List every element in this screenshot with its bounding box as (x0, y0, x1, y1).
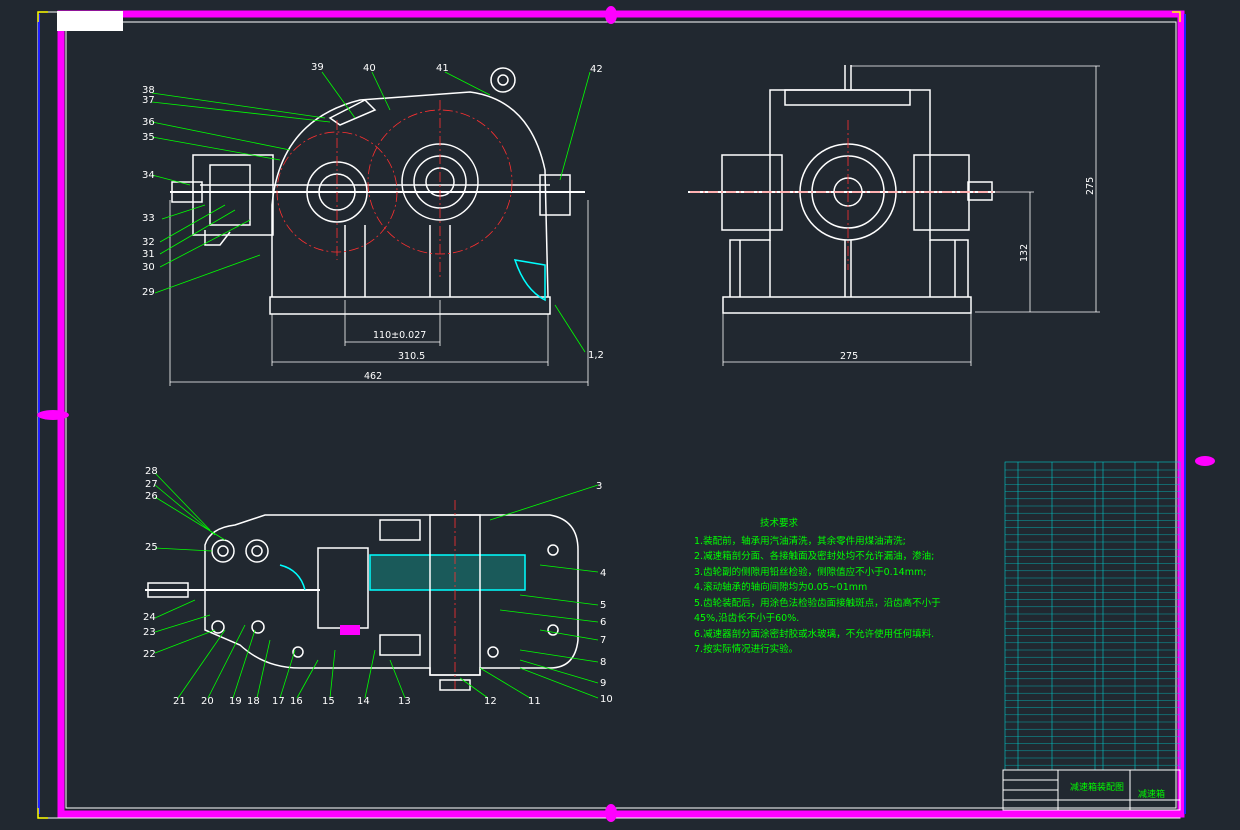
label-21: 21 (173, 696, 186, 707)
tech-note-1: 1.装配前，轴承用汽油清洗，其余零件用煤油清洗; (694, 535, 906, 547)
top-leaders (154, 472, 599, 699)
parts-list-rows (1005, 469, 1180, 766)
label-13: 13 (398, 696, 411, 707)
label-36: 36 (142, 117, 155, 128)
dim-base-length: 310.5 (398, 351, 425, 362)
label-31: 31 (142, 249, 155, 260)
title-block-drawing-name: 减速箱装配图 (1070, 781, 1124, 793)
label-8: 8 (600, 657, 606, 668)
label-29: 29 (142, 287, 155, 298)
magenta-frame (57, 10, 1185, 818)
grip-right[interactable] (1195, 456, 1215, 466)
label-7: 7 (600, 635, 606, 646)
label-5: 5 (600, 600, 606, 611)
dim-center-distance: 110±0.027 (373, 330, 426, 341)
label-17: 17 (272, 696, 285, 707)
grip-corner-tl[interactable] (57, 11, 123, 31)
label-9: 9 (600, 678, 606, 689)
tech-note-3: 3.齿轮副的侧隙用铅丝检验，侧隙值应不小于0.14mm; (694, 566, 927, 578)
grip-bottom[interactable] (605, 804, 617, 822)
front-view[interactable] (170, 67, 585, 315)
label-32: 32 (142, 237, 155, 248)
label-27: 27 (145, 479, 158, 490)
label-35: 35 (142, 132, 155, 143)
label-26: 26 (145, 491, 158, 502)
label-25: 25 (145, 542, 158, 553)
label-39: 39 (311, 62, 324, 73)
label-10: 10 (600, 694, 613, 705)
technical-requirements-title: 技术要求 (760, 518, 799, 529)
grip-top[interactable] (605, 6, 617, 24)
label-3: 3 (596, 481, 602, 492)
label-15: 15 (322, 696, 335, 707)
label-1-2: 1,2 (588, 350, 604, 361)
front-view-centerlines (276, 100, 513, 280)
grip-left[interactable] (37, 410, 69, 420)
side-view[interactable] (688, 65, 995, 314)
label-11: 11 (528, 696, 541, 707)
label-24: 24 (143, 612, 156, 623)
dim-side-height: 275 (1085, 177, 1096, 195)
label-33: 33 (142, 213, 155, 224)
label-34: 34 (142, 170, 155, 181)
corner-mark-bl (37, 808, 48, 819)
dim-side-width: 275 (840, 351, 858, 362)
top-view[interactable] (145, 500, 579, 691)
label-30: 30 (142, 262, 155, 273)
tech-note-5: 5.齿轮装配后，用涂色法检验齿面接触斑点，沿齿高不小于 (694, 597, 941, 609)
label-19: 19 (229, 696, 242, 707)
label-12: 12 (484, 696, 497, 707)
dim-overall-length: 462 (364, 371, 382, 382)
label-20: 20 (201, 696, 214, 707)
title-block-part-name: 减速箱 (1138, 788, 1165, 800)
corner-mark-tl (37, 11, 48, 22)
title-block[interactable] (1002, 769, 1181, 811)
label-22: 22 (143, 649, 156, 660)
side-view-centerlines (690, 120, 1000, 270)
label-14: 14 (357, 696, 370, 707)
parts-list[interactable] (1004, 461, 1181, 771)
label-41: 41 (436, 63, 449, 74)
label-23: 23 (143, 627, 156, 638)
tech-note-6: 45%,沿齿长不小于60%. (694, 613, 800, 624)
front-dimensions (169, 200, 589, 386)
front-leaders (151, 71, 591, 353)
inner-frame (65, 21, 1177, 809)
label-40: 40 (363, 63, 376, 74)
label-37: 37 (142, 95, 155, 106)
technical-requirements: 技术要求 1.装配前，轴承用汽油清洗，其余零件用煤油清洗; 2.减速箱剖分面、各… (694, 516, 994, 658)
label-16: 16 (290, 696, 303, 707)
label-38: 38 (142, 85, 155, 96)
tech-note-2: 2.减速箱剖分面、各接触面及密封处均不允许漏油，渗油; (694, 551, 935, 562)
side-dimensions (722, 65, 1100, 366)
label-6: 6 (600, 617, 606, 628)
label-4: 4 (600, 568, 606, 579)
dim-shaft-height: 132 (1019, 244, 1030, 262)
tech-note-4: 4.滚动轴承的轴向间隙均为0.05~01mm (694, 582, 868, 593)
label-28: 28 (145, 466, 158, 477)
tech-note-8: 7.按实际情况进行实验。 (694, 644, 799, 655)
label-18: 18 (247, 696, 260, 707)
label-42: 42 (590, 64, 603, 75)
corner-mark-tr (1172, 11, 1181, 22)
tech-note-7: 6.减速器剖分面涂密封胶或水玻璃，不允许使用任何填料. (694, 628, 935, 640)
